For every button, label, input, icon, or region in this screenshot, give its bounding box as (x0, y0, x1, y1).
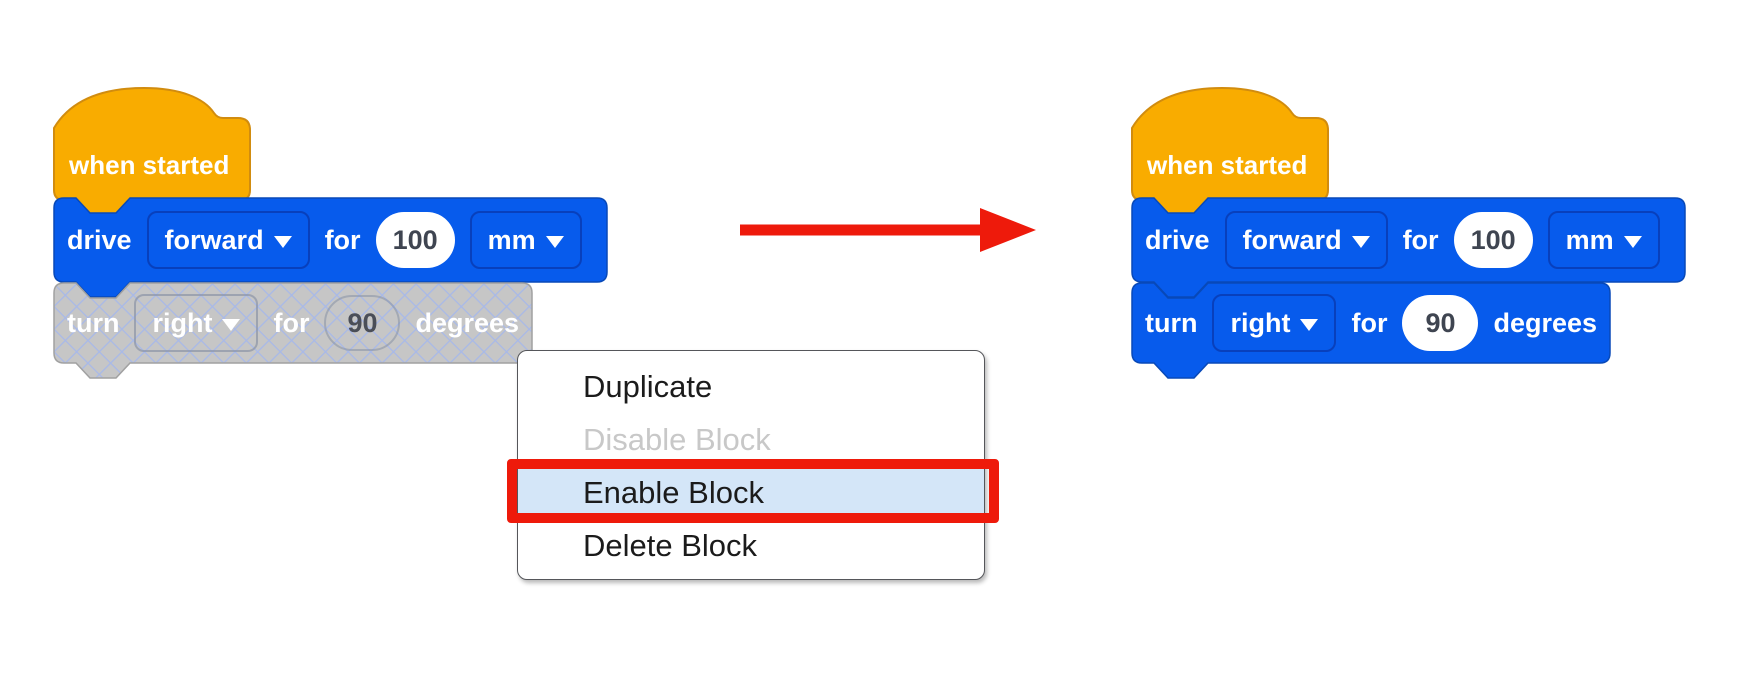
dropdown-caret-icon (1300, 318, 1319, 331)
when-started-block[interactable]: when started (1131, 86, 1329, 215)
dropdown-caret-icon (545, 235, 564, 248)
menu-item-enable-block[interactable]: Enable Block (518, 466, 984, 519)
for-label: for (1351, 307, 1388, 338)
turn-block-enabled[interactable]: turn right for 90 degrees (1131, 282, 1611, 379)
distance-value-input[interactable]: 100 (375, 212, 455, 268)
turn-verb-label: turn (67, 307, 120, 338)
degrees-label: degrees (1493, 307, 1598, 338)
dropdown-caret-icon (273, 235, 292, 248)
menu-item-duplicate[interactable]: Duplicate (583, 369, 713, 404)
angle-value-input[interactable]: 90 (1402, 295, 1479, 351)
unit-dropdown-value: mm (487, 224, 536, 255)
drive-block-shape (53, 197, 608, 298)
drive-block[interactable]: drive forward for 100 mm (1131, 197, 1686, 298)
drive-verb-label: drive (67, 224, 132, 255)
direction-dropdown[interactable]: forward (1224, 211, 1388, 269)
for-label: for (324, 224, 361, 255)
drive-block[interactable]: drive forward for 100 mm (53, 197, 608, 298)
left-block-stack: when started drive forward for 100 mm (53, 86, 674, 388)
when-started-label: when started (69, 150, 230, 180)
turn-direction-dropdown-value: right (1230, 307, 1291, 338)
turn-block-disabled[interactable]: turn right for 90 degrees (53, 282, 533, 379)
menu-item-delete-block[interactable]: Delete Block (583, 528, 758, 563)
dropdown-caret-icon (1623, 235, 1642, 248)
when-started-block[interactable]: when started (53, 86, 251, 215)
dropdown-caret-icon (1351, 235, 1370, 248)
drive-verb-label: drive (1145, 224, 1210, 255)
turn-verb-label: turn (1145, 307, 1198, 338)
red-arrow-icon (740, 208, 1036, 252)
angle-value-input[interactable]: 90 (324, 295, 401, 351)
for-label: for (273, 307, 310, 338)
unit-dropdown[interactable]: mm (1547, 211, 1660, 269)
drive-block-shape (1131, 197, 1686, 298)
degrees-label: degrees (415, 307, 520, 338)
direction-dropdown-value: forward (1242, 224, 1342, 255)
context-menu: Duplicate Disable Block Enable Block Del… (517, 350, 985, 580)
turn-direction-dropdown-value: right (152, 307, 213, 338)
unit-dropdown-value: mm (1565, 224, 1614, 255)
turn-direction-dropdown[interactable]: right (1212, 294, 1337, 352)
dropdown-caret-icon (222, 318, 241, 331)
unit-dropdown[interactable]: mm (469, 211, 582, 269)
when-started-label: when started (1147, 150, 1308, 180)
menu-item-disable-block: Disable Block (583, 422, 771, 457)
distance-value-input[interactable]: 100 (1453, 212, 1533, 268)
right-block-stack: when started drive forward for 100 mm (1131, 86, 1752, 388)
for-label: for (1402, 224, 1439, 255)
turn-block-shape (1131, 282, 1611, 379)
direction-dropdown[interactable]: forward (146, 211, 310, 269)
direction-dropdown-value: forward (164, 224, 264, 255)
turn-direction-dropdown[interactable]: right (134, 294, 259, 352)
